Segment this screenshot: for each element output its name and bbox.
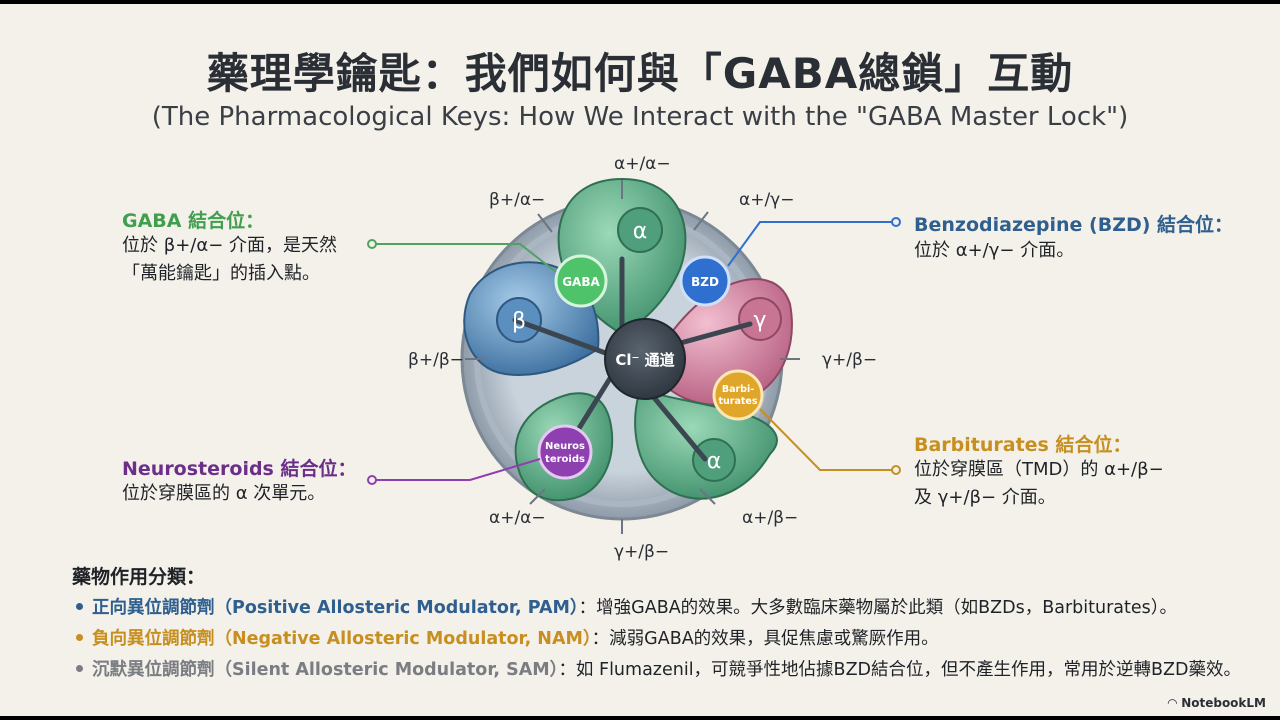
classification-name: 正向異位調節劑（Positive Allosteric Modulator, P… [92,598,579,618]
interface-top-left: β+/α− [489,190,546,210]
connector-bzd [727,217,901,267]
bzd-site: BZD [679,255,731,307]
slide: 藥理學鑰匙：我們如何與「GABA總鎖」互動 (The Pharmacologic… [0,4,1280,716]
interface-left: β+/β− [408,350,464,370]
classification-desc: ：如 Flumazenil，可競爭性地佔據BZD結合位，但不產生作用，常用於逆轉… [558,660,1241,680]
connector-gaba [367,239,557,273]
classification-desc: ：減弱GABA的效果，具促焦慮或驚厥作用。 [591,629,939,649]
connector-neurosteroids [367,458,541,485]
classification-name: 沉默異位調節劑（Silent Allosteric Modulator, SAM… [92,660,559,680]
interface-bottom: γ+/β− [614,542,670,562]
page-subtitle: (The Pharmacological Keys: How We Intera… [151,102,1129,132]
alpha-top-letter: α [633,219,648,244]
classification-item-nam: 負向異位調節劑（Negative Allosteric Modulator, N… [76,625,939,650]
beta-letter: β [512,309,526,334]
interface-bottom-right: α+/β− [742,508,799,528]
gaba-receptor-diagram: Cl⁻ 通道 α β γ α GABA BZD Barbi- turates N… [367,177,901,534]
subunit-gamma [648,278,793,406]
notebooklm-logo-icon: ◠ [1167,696,1182,710]
alpha-bottom-letter: α [707,449,722,474]
neurosteroids-site-label-2: teroids [545,454,585,465]
interface-right: γ+/β− [822,350,878,370]
brand-watermark: ◠ NotebookLM [1168,696,1266,710]
neurosteroids-site-desc-1: 位於穿膜區的 α 次單元。 [122,483,326,504]
chloride-channel [604,318,686,400]
gaba-site-desc-2: 「萬能鑰匙」的插入點。 [122,263,320,284]
chloride-channel-label: Cl⁻ 通道 [615,351,674,369]
bzd-site-title: Benzodiazepine (BZD) 結合位： [914,214,1234,236]
gaba-site-title: GABA 結合位： [122,210,265,232]
page-title: 藥理學鑰匙：我們如何與「GABA總鎖」互動 [206,49,1074,98]
classification-desc: ：增強GABA的效果。大多數臨床藥物屬於此類（如BZDs，Barbiturate… [578,598,1178,618]
bullet-icon [76,602,83,610]
barbiturates-site: Barbi- turates [712,369,764,421]
gaba-site-label: GABA [562,275,600,289]
classification-title: 藥物作用分類： [72,566,206,588]
barbiturates-site-desc-1: 位於穿膜區（TMD）的 α+/β− [914,459,1164,480]
barbiturates-site-label-1: Barbi- [722,384,754,395]
barbiturates-site-desc-2: 及 γ+/β− 介面。 [914,487,1056,508]
classification-item-sam: 沉默異位調節劑（Silent Allosteric Modulator, SAM… [76,656,1241,681]
bzd-site-desc-1: 位於 α+/γ− 介面。 [914,240,1075,261]
gaba-site: GABA [554,254,608,308]
bzd-site-label: BZD [691,275,719,289]
classification-item-pam: 正向異位調節劑（Positive Allosteric Modulator, P… [76,594,1177,619]
brand-label: NotebookLM [1181,696,1266,710]
gamma-letter: γ [753,308,766,333]
neurosteroids-site-label-1: Neuros [545,441,585,452]
interface-ticks [465,180,800,534]
classification-name: 負向異位調節劑（Negative Allosteric Modulator, N… [92,629,592,649]
interface-top: α+/α− [614,154,671,174]
gaba-site-desc-1: 位於 β+/α− 介面，是天然 [122,235,338,256]
neurosteroids-site-title: Neurosteroids 結合位： [122,458,357,480]
connector-barbiturates [759,408,901,475]
bullet-icon [76,664,83,672]
barbiturates-site-label-2: turates [718,396,757,407]
neurosteroids-site: Neuros teroids [537,424,593,480]
interface-bottom-left: α+/α− [489,508,546,528]
interface-top-right: α+/γ− [739,190,795,210]
barbiturates-site-title: Barbiturates 結合位： [914,434,1132,456]
bullet-icon [76,633,83,641]
